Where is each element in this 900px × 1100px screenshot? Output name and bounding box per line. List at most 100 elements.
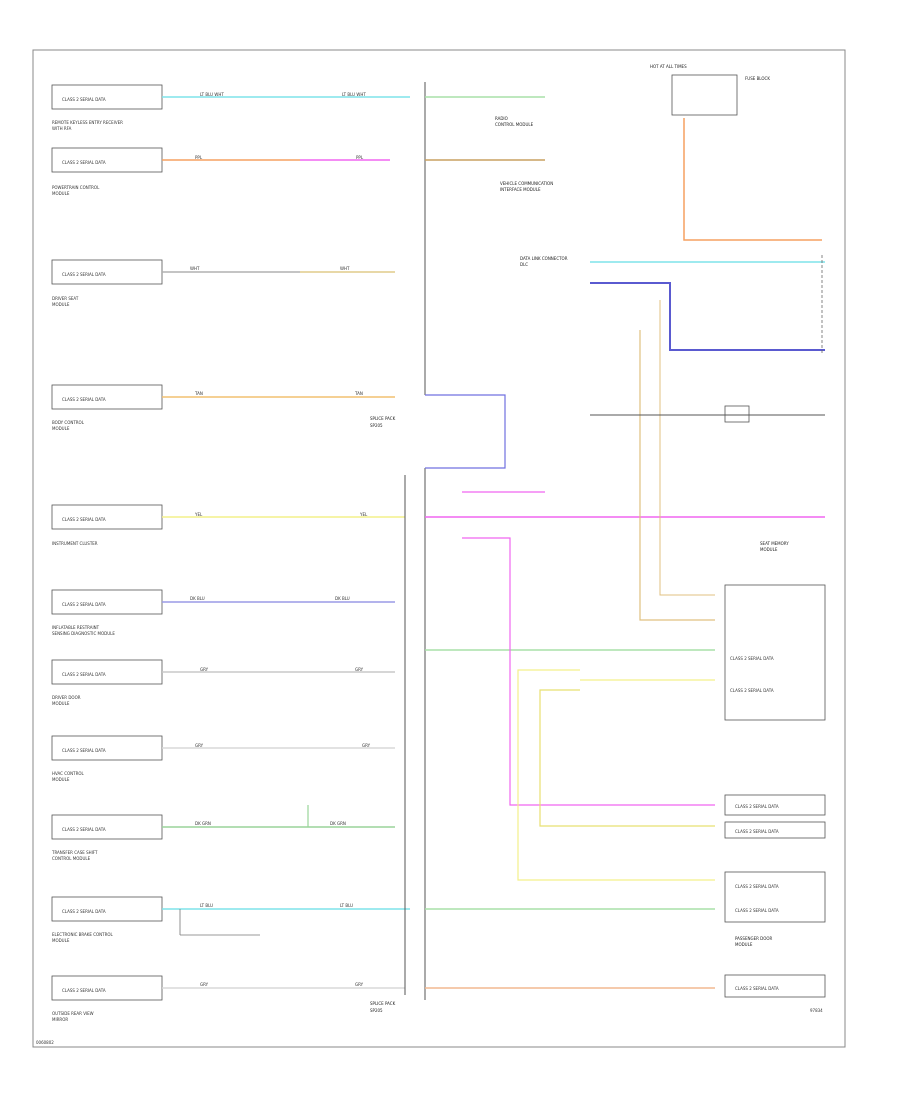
wire-color-label: PPL [195, 155, 203, 160]
right-module-box-3 [724, 871, 826, 923]
left-module-5: CLASS 2 SERIAL DATA INSTRUMENT CLUSTER Y… [51, 504, 368, 546]
module-text: MODULE [52, 777, 70, 782]
wire-color-label: YEL [194, 512, 203, 517]
passenger-door-text: MODULE [735, 942, 753, 947]
wire-color-label: DK GRN [195, 821, 211, 826]
module-name: OUTSIDE REAR VIEW [52, 1011, 94, 1016]
seat-memory-module-box [724, 584, 826, 721]
wire-color-label: LT BLU WHT [342, 92, 366, 97]
module-label: CLASS 2 SERIAL DATA [62, 827, 106, 832]
vci-text: INTERFACE MODULE [500, 187, 541, 192]
module-label: CLASS 2 SERIAL DATA [62, 748, 106, 753]
tan-wire [639, 330, 715, 621]
magenta-wire-b [462, 537, 715, 806]
fuse-name: HOT AT ALL TIMES [650, 64, 687, 69]
seat-memory-name: SEAT MEMORY [760, 541, 789, 546]
fuse-text: FUSE BLOCK [745, 76, 770, 81]
right-module-box-1 [724, 794, 826, 816]
left-module-3: CLASS 2 SERIAL DATA DRIVER SEAT MODULE W… [51, 259, 350, 307]
left-module-2: CLASS 2 SERIAL DATA POWERTRAIN CONTROL M… [51, 147, 364, 196]
module-text: CONTROL MODULE [52, 856, 91, 861]
module-label: CLASS 2 SERIAL DATA [62, 397, 106, 402]
left-module-6: CLASS 2 SERIAL DATA INFLATABLE RESTRAINT… [51, 589, 350, 636]
module-label: CLASS 2 SERIAL DATA [735, 884, 779, 889]
wire-color-label: DK BLU [190, 596, 205, 601]
footer-code: 0060802 [36, 1040, 54, 1045]
module-name: DRIVER SEAT [52, 296, 79, 301]
module-name: ELECTRONIC BRAKE CONTROL [52, 932, 114, 937]
wire-color-label: LT BLU [200, 903, 213, 908]
module-text: MODULE [52, 191, 70, 196]
module-text: SENSING DIAGNOSTIC MODULE [52, 631, 115, 636]
figure-id: 97834 [810, 1008, 823, 1013]
left-module-4: CLASS 2 SERIAL DATA BODY CONTROL MODULE … [51, 384, 363, 431]
passenger-door-name: PASSENGER DOOR [735, 936, 773, 941]
module-label: CLASS 2 SERIAL DATA [735, 908, 779, 913]
module-text: MODULE [52, 302, 70, 307]
wire-color-label: GRY [355, 667, 364, 672]
dlc-wire-blue [590, 282, 825, 351]
seat-memory-text: MODULE [760, 547, 778, 552]
module-label: CLASS 2 SERIAL DATA [735, 986, 779, 991]
module-label: CLASS 2 SERIAL DATA [62, 272, 106, 277]
module-text: WITH RFA [52, 126, 72, 131]
splice-blue-loop [425, 394, 506, 469]
wire-color-label: DK BLU [335, 596, 350, 601]
left-module-11: CLASS 2 SERIAL DATA OUTSIDE REAR VIEW MI… [51, 975, 364, 1022]
module-name: POWERTRAIN CONTROL [52, 185, 100, 190]
wire-color-label: LT BLU WHT [200, 92, 224, 97]
splice-text: SP205 [370, 423, 383, 428]
module-name: REMOTE KEYLESS ENTRY RECEIVER [52, 120, 123, 125]
module-name: BODY CONTROL [52, 420, 85, 425]
wire-color-label: PPL [356, 155, 364, 160]
splice-name: SPLICE PACK [370, 416, 396, 421]
module-name: DRIVER DOOR [52, 695, 81, 700]
module-label: CLASS 2 SERIAL DATA [735, 829, 779, 834]
fuse-block [671, 74, 738, 116]
wire-color-label: GRY [195, 743, 204, 748]
module-text: MIRROR [52, 1017, 68, 1022]
module-text: MODULE [52, 701, 70, 706]
left-module-8: CLASS 2 SERIAL DATA HVAC CONTROL MODULE … [51, 735, 371, 782]
dlc-name: DATA LINK CONNECTOR [520, 256, 568, 261]
left-module-7: CLASS 2 SERIAL DATA DRIVER DOOR MODULE G… [51, 659, 364, 706]
yellow-wire-b [539, 689, 715, 827]
module-label: CLASS 2 SERIAL DATA [62, 909, 106, 914]
dlc-text: DLC [520, 262, 528, 267]
fuse-wire [683, 118, 822, 241]
wire-color-label: TAN [354, 391, 363, 396]
radio-name: RADIO [495, 116, 508, 121]
module-label: CLASS 2 SERIAL DATA [62, 517, 106, 522]
wire-color-label: LT BLU [340, 903, 353, 908]
wire-color-label: GRY [355, 982, 364, 987]
module-label: CLASS 2 SERIAL DATA [730, 688, 774, 693]
radio-text: CONTROL MODULE [495, 122, 534, 127]
left-module-1: CLASS 2 SERIAL DATA REMOTE KEYLESS ENTRY… [51, 84, 366, 131]
module-label: CLASS 2 SERIAL DATA [62, 97, 106, 102]
module-label: CLASS 2 SERIAL DATA [730, 656, 774, 661]
module-name: INSTRUMENT CLUSTER [52, 541, 98, 546]
left-module-9: CLASS 2 SERIAL DATA TRANSFER CASE SHIFT … [51, 814, 346, 861]
splice-text: SP205 [370, 1008, 383, 1013]
module-text: MODULE [52, 426, 70, 431]
wire-color-label: WHT [340, 266, 350, 271]
module-name: INFLATABLE RESTRAINT [52, 625, 100, 630]
diagram-frame [32, 49, 846, 1048]
vci-name: VEHICLE COMMUNICATION [500, 181, 553, 186]
tan-wire-2 [659, 300, 715, 596]
splice-name: SPLICE PACK [370, 1001, 396, 1006]
module-text: MODULE [52, 938, 70, 943]
module-name: TRANSFER CASE SHIFT [51, 850, 98, 855]
wire-color-label: TAN [194, 391, 203, 396]
splice-connector [724, 405, 750, 423]
module-label: CLASS 2 SERIAL DATA [62, 602, 106, 607]
module-label: CLASS 2 SERIAL DATA [62, 160, 106, 165]
module-label: CLASS 2 SERIAL DATA [735, 804, 779, 809]
wire-color-label: GRY [362, 743, 371, 748]
right-module-box-2 [724, 821, 826, 839]
wire-color-label: GRY [200, 667, 209, 672]
module-name: HVAC CONTROL [52, 771, 85, 776]
module-label: CLASS 2 SERIAL DATA [62, 672, 106, 677]
module-label: CLASS 2 SERIAL DATA [62, 988, 106, 993]
